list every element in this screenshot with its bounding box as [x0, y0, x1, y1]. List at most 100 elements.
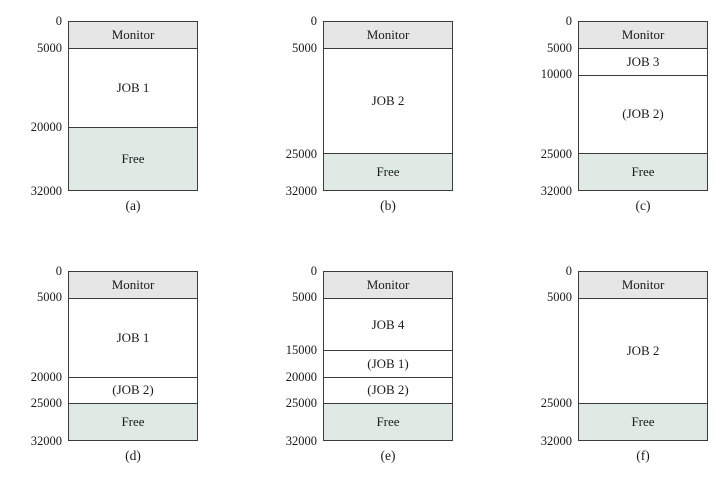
segment-label: JOB 2 — [626, 342, 660, 358]
diagram-caption-e: (e) — [380, 447, 396, 463]
segment-monitor: Monitor — [579, 22, 707, 49]
tick-label: 5000 — [37, 289, 62, 304]
segment-label: (JOB 2) — [112, 382, 154, 398]
segment-label: Free — [376, 164, 400, 180]
diagram-caption-f: (f) — [636, 447, 650, 463]
segment-job-1: (JOB 1) — [324, 350, 452, 377]
tick-label: 15000 — [285, 342, 317, 357]
segment-free: Free — [69, 402, 197, 440]
segment-free: Free — [579, 153, 707, 190]
segment-label: Monitor — [366, 27, 410, 43]
segment-job-3: JOB 3 — [579, 48, 707, 75]
tick-label: 32000 — [30, 183, 62, 198]
diagram-caption-c: (c) — [635, 198, 651, 213]
segment-job-2: (JOB 2) — [69, 376, 197, 403]
segment-label: Free — [121, 413, 145, 429]
diagram-caption-d: (d) — [125, 447, 141, 463]
segment-job-2: (JOB 2) — [579, 74, 707, 154]
segment-label: JOB 3 — [626, 53, 660, 69]
tick-label: 32000 — [540, 183, 572, 198]
tick-label: 5000 — [547, 40, 572, 55]
tick-label: 0 — [55, 263, 62, 278]
diagram-caption-a: (a) — [125, 198, 141, 213]
segment-label: Monitor — [621, 27, 665, 43]
segment-job-2: JOB 2 — [324, 48, 452, 154]
segment-label: Monitor — [621, 276, 665, 292]
tick-label: 32000 — [30, 433, 62, 448]
segment-label: Monitor — [111, 27, 155, 43]
tick-label: 5000 — [547, 289, 572, 304]
tick-label: 5000 — [292, 40, 317, 55]
tick-label: 10000 — [540, 66, 572, 81]
segment-label: JOB 1 — [116, 80, 150, 96]
segment-monitor: Monitor — [324, 22, 452, 49]
tick-label: 0 — [310, 263, 317, 278]
segment-job-1: JOB 1 — [69, 297, 197, 377]
tick-label: 25000 — [285, 396, 317, 411]
segment-job-2: (JOB 2) — [324, 376, 452, 403]
segment-label: Free — [631, 164, 655, 180]
segment-free: Free — [69, 127, 197, 190]
address-ticks-e: 0 5000 15000 20000 25000 32000 — [265, 264, 323, 446]
tick-label: 20000 — [30, 120, 62, 134]
tick-label: 20000 — [30, 369, 62, 384]
tick-label: 0 — [565, 263, 572, 278]
tick-label: 20000 — [285, 369, 317, 384]
address-ticks-f: 0 5000 25000 32000 — [520, 264, 578, 446]
tick-label: 5000 — [37, 40, 62, 55]
address-ticks-d: 0 5000 20000 25000 32000 — [10, 264, 68, 446]
segment-label: Free — [376, 413, 400, 429]
address-ticks-b: 0 5000 25000 32000 — [265, 15, 323, 197]
tick-label: 32000 — [285, 433, 317, 448]
segment-label: JOB 1 — [116, 329, 150, 345]
tick-label: 25000 — [30, 396, 62, 411]
tick-label: 5000 — [292, 289, 317, 304]
segment-monitor: Monitor — [324, 271, 452, 298]
tick-label: 25000 — [285, 146, 317, 161]
tick-label: 0 — [310, 13, 317, 28]
segment-label: (JOB 2) — [367, 382, 409, 398]
segment-free: Free — [579, 402, 707, 440]
segment-label: (JOB 1) — [367, 355, 409, 371]
segment-monitor: Monitor — [69, 271, 197, 298]
segment-monitor: Monitor — [579, 271, 707, 298]
segment-label: JOB 4 — [371, 316, 405, 332]
segment-monitor: Monitor — [69, 22, 197, 49]
segment-label: Free — [631, 413, 655, 429]
segment-job-2: JOB 2 — [579, 297, 707, 403]
tick-label: 32000 — [285, 183, 317, 198]
tick-label: 25000 — [540, 146, 572, 161]
segment-job-4: JOB 4 — [324, 297, 452, 351]
segment-label: Free — [121, 151, 145, 166]
address-ticks-a: 0 5000 20000 32000 — [10, 15, 68, 197]
tick-label: 25000 — [540, 396, 572, 411]
segment-label: Monitor — [111, 276, 155, 292]
segment-label: Monitor — [366, 276, 410, 292]
segment-label: JOB 2 — [371, 93, 405, 109]
segment-label: (JOB 2) — [622, 106, 664, 122]
segment-free: Free — [324, 153, 452, 190]
tick-label: 32000 — [540, 433, 572, 448]
tick-label: 0 — [55, 13, 62, 28]
diagram-caption-b: (b) — [380, 198, 396, 213]
segment-job-1: JOB 1 — [69, 48, 197, 127]
tick-label: 0 — [565, 13, 572, 28]
